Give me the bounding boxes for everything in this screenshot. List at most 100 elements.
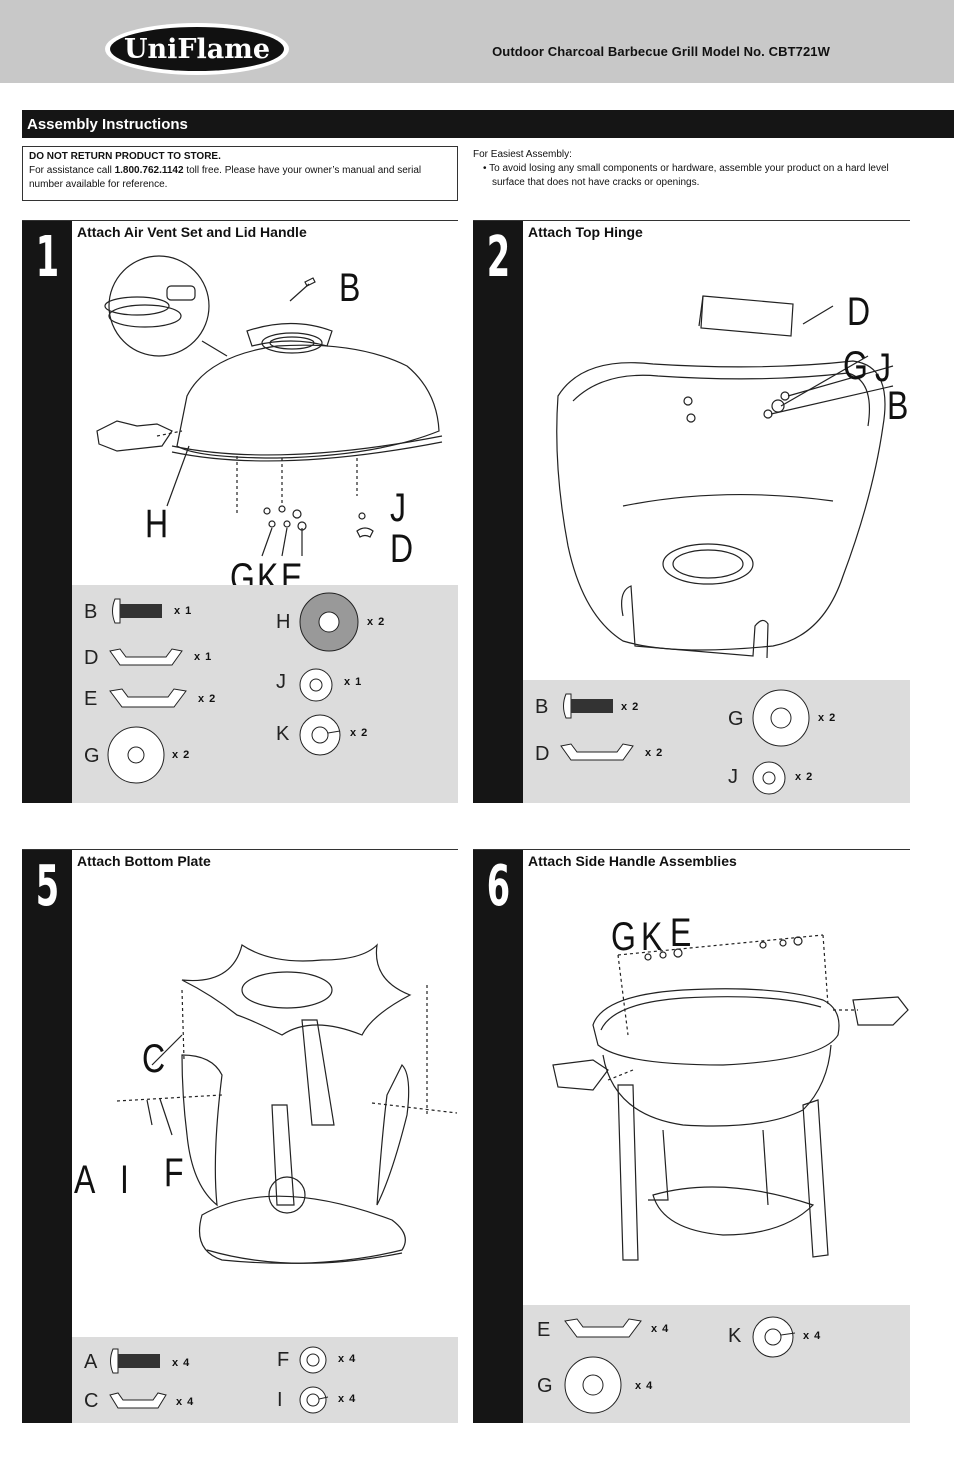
step-2-title: Attach Top Hinge [528,224,643,240]
step-5-parts-list: A x 4 C x 4 F x 4 I x 4 [72,1337,458,1423]
part-label: K [728,1325,742,1347]
part-qty: x 4 [172,1357,191,1369]
part-qty: x 4 [635,1380,654,1392]
step-6-illustration: G K E [523,875,910,1305]
callout-d: D [390,527,414,571]
part-label: C [84,1390,99,1412]
callout-j: J [875,346,891,390]
part-label: E [84,688,98,710]
part-label: G [537,1375,553,1397]
step-6-title: Attach Side Handle Assemblies [528,853,737,869]
part-label: K [276,723,290,745]
part-label: I [277,1389,283,1411]
callout-e: E [670,911,692,955]
nut-icon [109,648,183,666]
part-qty: x 2 [172,749,191,761]
part-qty: x 2 [818,712,837,724]
step-5-illustration: C A I F [72,875,458,1337]
step-5-panel: 5 Attach Bottom Plate C A I F A x 4 [22,849,458,1423]
step-1-number: 1 [22,221,72,803]
part-qty: x 4 [651,1323,670,1335]
callout-j: J [390,486,406,530]
part-qty: x 2 [350,727,369,739]
callout-b: B [887,384,909,428]
washer-icon [564,1356,622,1414]
step-5-number: 5 [22,850,72,1423]
part-qty: x 4 [338,1353,357,1365]
support-phone: 1.800.762.1142 [114,165,184,176]
part-qty: x 4 [338,1393,357,1405]
callout-g: G [843,344,868,388]
part-label: J [728,766,738,788]
step-2-parts-list: B x 2 D x 2 G x 2 J x 2 [523,680,910,803]
lock-washer-icon [299,714,341,756]
step-6-number: 6 [473,850,523,1423]
section-header: Assembly Instructions [22,110,954,138]
part-qty: x 2 [621,701,640,713]
part-qty: x 4 [803,1330,822,1342]
part-qty: x 2 [645,747,664,759]
step-5-title: Attach Bottom Plate [77,853,211,869]
notice-text: For assistance call 1.800.762.1142 toll … [29,165,422,190]
callout-i: I [120,1158,129,1202]
uniflame-logo: UniFlame [104,22,290,76]
nut-icon [109,1392,167,1409]
washer-icon [299,1346,327,1374]
section-title: Assembly Instructions [27,116,188,133]
part-label: B [535,696,549,718]
nut-icon [560,743,634,761]
washer-icon [752,761,786,795]
callout-b: B [339,266,361,310]
part-label: H [276,611,291,633]
svg-text:UniFlame: UniFlame [124,34,270,65]
part-label: D [535,743,550,765]
callout-k: K [641,915,663,959]
part-label: D [84,647,99,669]
washer-icon [107,726,165,784]
nut-icon [109,688,187,708]
part-qty: x 2 [367,616,386,628]
part-qty: x 1 [174,605,193,617]
washer-icon [752,689,810,747]
step-1-title: Attach Air Vent Set and Lid Handle [77,224,307,240]
part-label: E [537,1319,551,1341]
callout-g: G [611,915,636,959]
notice-heading: DO NOT RETURN PRODUCT TO STORE. [29,151,221,162]
step-2-illustration: D G J B [523,246,910,680]
easy-heading: For Easiest Assembly: [473,149,572,160]
bolt-icon [110,1348,160,1374]
part-label: J [276,671,286,693]
part-label: F [277,1349,290,1371]
easiest-assembly-note: For Easiest Assembly: • To avoid losing … [473,148,913,190]
callout-a: A [74,1158,96,1202]
part-label: A [84,1351,98,1373]
bolt-icon [563,693,613,719]
lock-washer-icon [299,1386,329,1414]
callout-h: H [145,502,169,546]
callout-c: C [142,1037,166,1081]
part-qty: x 1 [344,676,363,688]
bolt-icon [112,598,162,624]
part-label: B [84,601,98,623]
step-1-panel: 1 Attach Air Vent Set and Lid Handle [22,220,458,803]
nut-icon [564,1318,642,1338]
step-2-number: 2 [473,221,523,803]
step-6-parts-list: E x 4 G x 4 K x 4 [523,1305,910,1423]
step-1-illustration: B H J D G K E [77,246,458,600]
part-qty: x 1 [194,651,213,663]
part-label: G [728,708,744,730]
lock-washer-icon [752,1316,796,1358]
document-title: Outdoor Charcoal Barbecue Grill Model No… [492,44,830,59]
callout-d: D [847,290,871,334]
part-qty: x 2 [795,771,814,783]
step-1-parts-list: B x 1 D x 1 E x 2 G x 2 H x 2 J x 1 K x … [72,585,458,803]
callout-f: F [164,1151,184,1195]
easy-bullet: • To avoid losing any small components o… [483,163,889,188]
step-6-panel: 6 Attach Side Handle Assemblies G K E E [473,849,910,1423]
part-qty: x 2 [198,693,217,705]
washer-icon [299,668,333,702]
step-2-panel: 2 Attach Top Hinge D G J B B x 2 D x 2 [473,220,910,803]
part-qty: x 4 [176,1396,195,1408]
heat-shield-washer-icon [299,592,359,652]
return-notice-box: DO NOT RETURN PRODUCT TO STORE. For assi… [22,146,458,201]
